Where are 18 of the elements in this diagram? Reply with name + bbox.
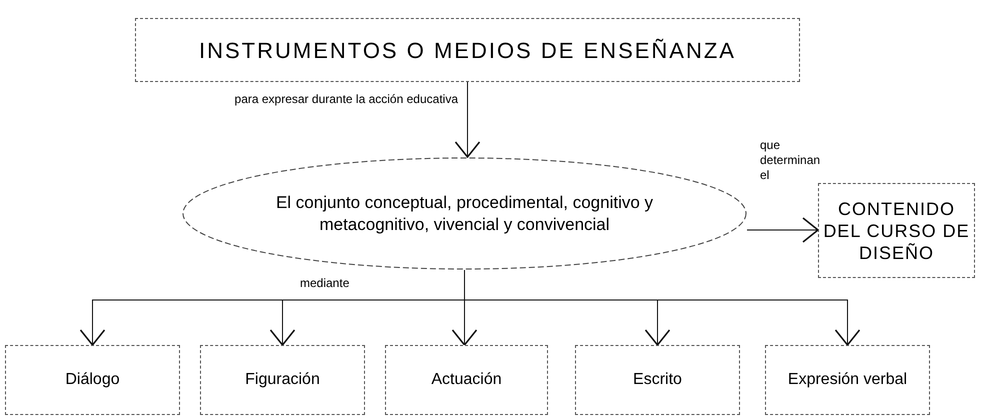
- node-text: Diálogo: [64, 370, 121, 390]
- node-text: El conjunto conceptual, procedimental, cognitivo y metacognitivo, vivencial y convivencial: [274, 192, 654, 236]
- dashed-box: [818, 183, 975, 278]
- node-text: Expresión verbal: [786, 370, 908, 390]
- arrow: [746, 217, 819, 243]
- dashed-box: [385, 345, 548, 415]
- ellipse-node: [182, 157, 747, 270]
- node-text: Actuación: [430, 370, 503, 390]
- dashed-box: [765, 345, 930, 415]
- node-text: Escrito: [632, 370, 683, 390]
- arrow: [454, 82, 480, 158]
- dashed-box: [200, 345, 365, 415]
- dashed-box: [575, 345, 740, 415]
- node-text: Figuración: [244, 370, 321, 390]
- dashed-box: [5, 345, 180, 415]
- dashed-box: [135, 18, 800, 82]
- node-text: INSTRUMENTOS O MEDIOS DE ENSEÑANZA: [199, 36, 736, 64]
- node-text: CONTENIDO DEL CURSO DE DISEÑO: [822, 198, 971, 264]
